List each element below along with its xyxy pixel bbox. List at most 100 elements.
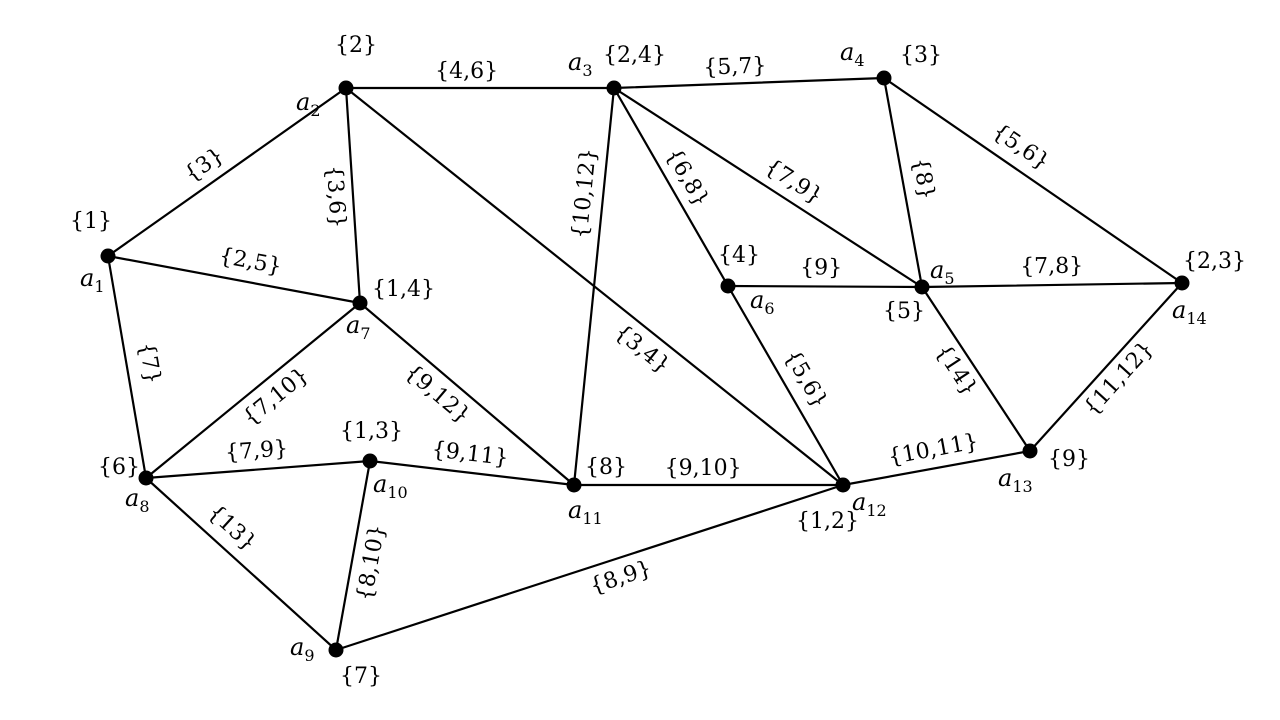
node-name-subscript: 13 [1012, 477, 1032, 496]
node-name-letter: a [373, 470, 387, 498]
edge-label-a8-a10: {7,9} [224, 436, 289, 466]
node-label-a8: {6} [98, 455, 140, 480]
node-name-letter: a [290, 633, 304, 661]
node-name-subscript: 3 [582, 61, 592, 80]
node-name-a2: a2 [296, 88, 321, 120]
node-label-a4: {3} [900, 43, 942, 68]
edge-a3-a11 [572, 86, 616, 487]
node-name-subscript: 11 [582, 509, 602, 528]
node-a9 [328, 642, 344, 658]
node-name-a11: a11 [568, 496, 603, 528]
edge-a7-a11 [358, 301, 576, 487]
node-name-a1: a1 [80, 264, 105, 296]
node-label-a5: {5} [883, 299, 925, 324]
node-label-a12: {1,2} [796, 509, 859, 534]
node-a1 [100, 248, 116, 264]
node-name-subscript: 9 [304, 646, 314, 665]
edge-label-a11-a12: {9,10} [665, 456, 742, 481]
node-label-a2: {2} [335, 33, 377, 58]
node-name-letter: a [346, 311, 360, 339]
node-name-letter: a [80, 264, 94, 292]
edge-a12-a13 [841, 449, 1032, 487]
node-name-letter: a [296, 88, 310, 116]
node-label-a1: {1} [70, 209, 112, 234]
node-name-a9: a9 [290, 633, 315, 665]
edge-a3-a6 [612, 86, 730, 288]
node-label-a11: {8} [585, 455, 627, 480]
edge-a1-a2 [106, 86, 348, 258]
node-name-a4: a4 [840, 38, 865, 70]
node-name-letter: a [840, 38, 854, 66]
node-name-letter: a [852, 488, 866, 516]
node-name-a14: a14 [1172, 296, 1207, 328]
edge-a10-a11 [368, 459, 576, 487]
node-name-letter: a [1172, 296, 1186, 324]
node-a6 [720, 278, 736, 294]
edge-a6-a5 [726, 284, 924, 289]
edges-layer [106, 76, 1184, 652]
node-a10 [362, 453, 378, 469]
edge-a6-a12 [726, 284, 845, 487]
node-label-a3: {2,4} [603, 43, 666, 68]
edge-label-a2-a7: {3,6} [321, 164, 350, 228]
edge-a4-a5 [882, 76, 924, 289]
edge-a9-a12 [334, 483, 845, 652]
node-name-letter: a [568, 48, 582, 76]
nodes-layer [100, 70, 1190, 658]
edge-a8-a9 [144, 476, 338, 652]
edge-a8-a10 [144, 459, 372, 480]
edge-a3-a5 [612, 86, 924, 289]
edge-a7-a8 [144, 301, 362, 480]
node-name-letter: a [125, 484, 139, 512]
edge-a2-a7 [344, 86, 362, 305]
node-name-letter: a [998, 464, 1012, 492]
edge-label-a3-a4: {5,7} [703, 53, 767, 80]
node-label-a10: {1,3} [340, 419, 403, 444]
node-name-letter: a [750, 286, 764, 314]
node-name-subscript: 6 [764, 299, 774, 318]
node-a7 [352, 295, 368, 311]
node-name-subscript: 8 [139, 497, 149, 516]
node-name-a7: a7 [346, 311, 371, 343]
node-a11 [566, 477, 582, 493]
node-a13 [1022, 443, 1038, 459]
node-a4 [876, 70, 892, 86]
edge-label-a6-a5: {9} [800, 255, 842, 280]
node-label-a6: {4} [718, 243, 760, 268]
edge-a1-a7 [106, 254, 362, 305]
node-name-a5: a5 [930, 256, 955, 288]
edge-a5-a14 [920, 281, 1184, 289]
node-name-a10: a10 [373, 470, 408, 502]
node-a14 [1174, 275, 1190, 291]
node-a2 [338, 80, 354, 96]
node-a3 [606, 80, 622, 96]
node-label-a14: {2,3} [1183, 249, 1246, 274]
node-name-a8: a8 [125, 484, 150, 516]
node-name-subscript: 5 [944, 269, 954, 288]
node-label-a13: {9} [1048, 447, 1090, 472]
edge-label-a2-a3: {4,6} [435, 59, 498, 84]
node-name-subscript: 14 [1186, 309, 1206, 328]
node-label-a7: {1,4} [372, 277, 435, 302]
node-name-letter: a [930, 256, 944, 284]
edge-a4-a14 [882, 76, 1184, 285]
edge-label-a5-a14: {7,8} [1020, 254, 1083, 280]
node-name-subscript: 4 [854, 51, 864, 70]
node-name-subscript: 12 [866, 501, 886, 520]
node-name-a12: a12 [852, 488, 887, 520]
edge-a13-a14 [1028, 281, 1184, 453]
edge-a5-a13 [920, 285, 1032, 453]
edge-a3-a4 [612, 76, 886, 90]
node-name-a3: a3 [568, 48, 593, 80]
node-name-a6: a6 [750, 286, 775, 318]
node-a8 [138, 470, 154, 486]
edge-a1-a8 [106, 254, 148, 480]
node-name-letter: a [568, 496, 582, 524]
node-label-a9: {7} [340, 664, 382, 689]
node-a5 [914, 279, 930, 295]
node-name-subscript: 10 [387, 483, 407, 502]
edge-a10-a9 [334, 459, 372, 652]
node-a12 [835, 477, 851, 493]
